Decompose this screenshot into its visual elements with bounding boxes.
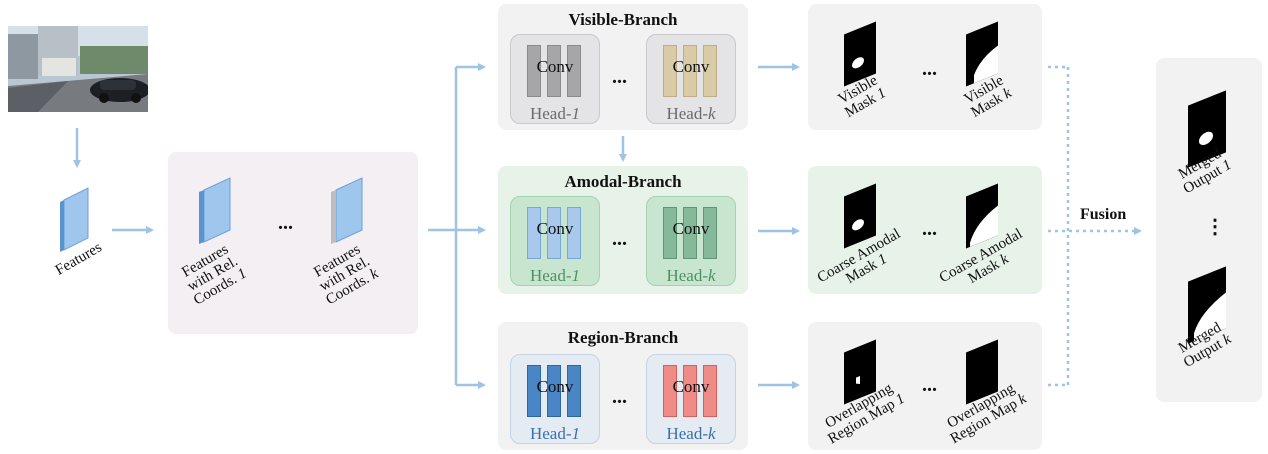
visible-ellipsis: ...: [612, 66, 627, 88]
head-label: Head-1: [529, 266, 581, 285]
amodal-head-k: Conv Head-k: [646, 196, 736, 286]
amodal-masks-ellipsis: ...: [922, 218, 937, 240]
conv-bar: [663, 45, 677, 97]
rel-coords-panel: [168, 152, 418, 334]
conv-bar: [683, 365, 697, 417]
conv-bar: [703, 365, 717, 417]
conv-label: Conv: [672, 377, 710, 396]
conv-bar: [567, 365, 581, 417]
visible-masks-ellipsis: ...: [922, 58, 937, 80]
amodal-mask-k: [966, 183, 998, 249]
conv-bar: [547, 207, 561, 259]
conv-label: Conv: [536, 377, 574, 396]
conv-bar: [567, 207, 581, 259]
conv-bar: [703, 45, 717, 97]
amodal-branch-title: Amodal-Branch: [564, 172, 682, 191]
conv-bar: [663, 365, 677, 417]
head-label: Head-k: [666, 424, 716, 443]
relcoords-ellipsis: ...: [278, 212, 293, 234]
fusion-label: Fusion: [1080, 206, 1127, 223]
conv-bar: [683, 45, 697, 97]
region-map-1: [844, 339, 876, 405]
visible-branch-title: Visible-Branch: [568, 10, 678, 29]
relcoords-feature-k: [328, 176, 368, 255]
conv-bar: [663, 207, 677, 259]
input-photo: [8, 26, 148, 112]
visible-mask-k: [966, 21, 998, 87]
merged-output-k: [1188, 266, 1226, 344]
region-ellipsis: ...: [612, 386, 627, 408]
region-branch-panel: Region-Branch Conv Head-1 ... Conv Head-…: [498, 322, 748, 450]
amodal-ellipsis: ...: [612, 228, 627, 250]
region-head-1: Conv Head-1: [510, 354, 600, 444]
conv-bar: [547, 365, 561, 417]
visible-head-1: Conv Head-1: [510, 34, 600, 124]
conv-bar: [703, 207, 717, 259]
region-maps-ellipsis: ...: [922, 374, 937, 396]
merged-ellipsis: ⋮: [1205, 216, 1225, 238]
relcoords-feature-1: [196, 176, 236, 255]
amodal-head-1: Conv Head-1: [510, 196, 600, 286]
merged-output-1: [1188, 90, 1226, 168]
head-label: Head-k: [666, 266, 716, 285]
conv-bar: [527, 365, 541, 417]
head-label: Head-1: [529, 104, 581, 123]
region-branch-title: Region-Branch: [567, 328, 679, 347]
conv-bar: [683, 207, 697, 259]
features-block: [60, 186, 96, 261]
conv-label: Conv: [536, 219, 574, 238]
conv-bar: [527, 207, 541, 259]
conv-label: Conv: [672, 219, 710, 238]
head-label: Head-1: [529, 424, 581, 443]
conv-label: Conv: [536, 57, 574, 76]
conv-bar: [547, 45, 561, 97]
conv-bar: [567, 45, 581, 97]
amodal-branch-panel: Amodal-Branch Conv Head-1 ... Conv Head-…: [498, 166, 748, 294]
amodal-mask-1: [844, 183, 876, 249]
region-head-k: Conv Head-k: [646, 354, 736, 444]
visible-mask-1: [844, 21, 876, 87]
visible-branch-panel: Visible-Branch Conv Head-1 ... Conv Head…: [498, 4, 748, 130]
conv-bar: [527, 45, 541, 97]
visible-head-k: Conv Head-k: [646, 34, 736, 124]
conv-label: Conv: [672, 57, 710, 76]
head-label: Head-k: [666, 104, 716, 123]
